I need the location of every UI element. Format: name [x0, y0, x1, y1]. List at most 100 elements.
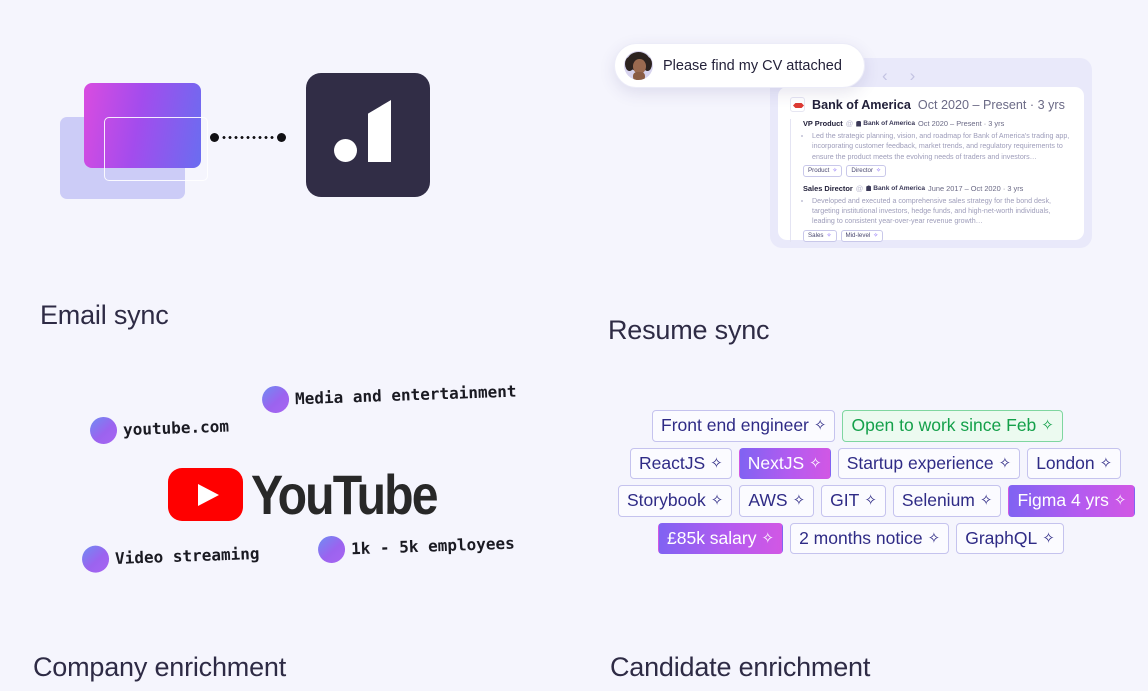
- candidate-chip-salary[interactable]: £85k salary ✧: [658, 522, 784, 554]
- resume-job-bullet: Led the strategic planning, vision, and …: [812, 131, 1072, 162]
- email-sync-illustration: [40, 60, 470, 240]
- connector-dashes: [220, 135, 276, 139]
- sparkle-icon: ✧: [809, 454, 822, 472]
- email-sync-section: [40, 60, 570, 260]
- sparkle-icon: ✧: [1113, 492, 1127, 510]
- resume-job-at: @: [855, 183, 864, 193]
- company-attribute-headcount: 1k - 5k employees: [317, 530, 516, 564]
- resume-card-header: Bank of America Oct 2020 – Present · 3 y…: [790, 97, 1072, 112]
- building-icon: [866, 185, 872, 192]
- candidate-chip-row: ReactJS ✧ NextJS ✧ Startup experience ✧ …: [610, 447, 1122, 479]
- candidate-chip-experience[interactable]: Startup experience ✧: [837, 447, 1021, 479]
- sparkle-icon: ✧: [979, 492, 993, 510]
- sparkle-icon: ✧: [876, 168, 882, 175]
- envelope-icon: [84, 83, 201, 168]
- connector-dot-left: [210, 132, 219, 142]
- youtube-play-icon: [168, 468, 243, 521]
- resume-job-tag[interactable]: Sales ✧: [803, 229, 837, 242]
- resume-nav[interactable]: ‹ ›: [882, 67, 915, 84]
- resume-job-title: Sales Director: [803, 183, 853, 193]
- resume-job-tag[interactable]: Director ✧: [846, 164, 887, 177]
- chat-message-bubble: Please find my CV attached: [614, 43, 865, 88]
- candidate-chip-skill[interactable]: Figma 4 yrs ✧: [1008, 485, 1136, 517]
- resume-job-employer: Bank of America: [866, 185, 925, 192]
- resume-job-entry: Sales Director @ Bank of America June 20…: [796, 184, 1072, 242]
- resume-company-name: Bank of America: [812, 97, 911, 112]
- candidate-chip-notice[interactable]: 2 months notice ✧: [790, 522, 950, 554]
- candidate-chip-row: Front end engineer ✧ Open to work since …: [610, 410, 1110, 442]
- candidate-chip-skill[interactable]: AWS ✧: [739, 485, 815, 517]
- youtube-logo: YouTube: [168, 462, 467, 527]
- chat-message-text: Please find my CV attached: [663, 57, 842, 74]
- youtube-wordmark: YouTube: [251, 463, 439, 526]
- sparkle-icon: ✧: [927, 529, 941, 547]
- resume-viewer-frame: ‹ › Bank of America Oct 2020 – Present ·…: [770, 58, 1092, 248]
- resume-sync-heading: Resume sync: [608, 315, 770, 345]
- resume-job-tags: Product ✧ Director ✧: [803, 164, 1072, 177]
- bullet-dot-icon: [81, 545, 110, 574]
- resume-jobs-list: VP Product @ Bank of America Oct 2020 – …: [790, 119, 1072, 242]
- avatar: [624, 51, 653, 80]
- candidate-chip-skill[interactable]: GraphQL ✧: [956, 522, 1064, 554]
- candidate-chip-skill[interactable]: GIT ✧: [821, 485, 886, 517]
- resume-job-header: Sales Director @ Bank of America June 20…: [803, 184, 1072, 193]
- candidate-enrichment-section: Front end engineer ✧ Open to work since …: [610, 410, 1136, 570]
- chevron-left-icon[interactable]: ‹: [882, 66, 888, 85]
- resume-job-bullets: Led the strategic planning, vision, and …: [803, 131, 1072, 162]
- app-logo-icon: [306, 73, 430, 197]
- candidate-enrichment-heading: Candidate enrichment: [610, 652, 871, 682]
- sparkle-icon: ✧: [710, 492, 724, 510]
- company-attribute-label: youtube.com: [122, 416, 230, 440]
- bullet-dot-icon: [89, 416, 118, 445]
- company-enrichment-heading: Company enrichment: [33, 652, 287, 682]
- candidate-chip-location[interactable]: London ✧: [1027, 447, 1122, 479]
- company-attribute-category: Video streaming: [81, 540, 260, 574]
- company-enrichment-section: youtube.com Media and entertainment YouT…: [40, 381, 580, 600]
- resume-job-employer: Bank of America: [856, 120, 915, 127]
- candidate-chip-skill[interactable]: Selenium ✧: [892, 485, 1002, 517]
- resume-job-dates: June 2017 – Oct 2020 · 3 yrs: [928, 183, 1024, 193]
- app-logo-dot: [334, 139, 357, 162]
- candidate-chip-role[interactable]: Front end engineer ✧: [652, 410, 836, 442]
- bank-of-america-logo-icon: [790, 97, 805, 112]
- dotted-connector: [210, 132, 286, 142]
- company-attribute-domain: youtube.com: [89, 413, 230, 445]
- bullet-dot-icon: [317, 535, 346, 564]
- sparkle-icon: ✧: [813, 417, 827, 435]
- resume-job-tag[interactable]: Mid-level ✧: [840, 229, 884, 242]
- resume-job-header: VP Product @ Bank of America Oct 2020 – …: [803, 119, 1072, 128]
- sparkle-icon: ✧: [998, 454, 1012, 472]
- sparkle-icon: ✧: [864, 492, 877, 510]
- candidate-chip-availability[interactable]: Open to work since Feb ✧: [842, 410, 1063, 442]
- resume-job-tag[interactable]: Product ✧: [803, 164, 843, 177]
- sparkle-icon: ✧: [832, 168, 838, 175]
- envelope-outline: [104, 117, 208, 181]
- avatar-hair-right: [643, 57, 652, 71]
- candidate-chip-skill[interactable]: NextJS ✧: [738, 447, 831, 479]
- sparkle-icon: ✧: [761, 529, 775, 547]
- resume-job-tags: Sales ✧ Mid-level ✧: [803, 229, 1072, 242]
- resume-experience-card: Bank of America Oct 2020 – Present · 3 y…: [778, 87, 1084, 242]
- sparkle-icon: ✧: [826, 233, 832, 240]
- avatar-hair-left: [625, 57, 634, 71]
- sparkle-icon: ✧: [1042, 529, 1055, 547]
- app-logo-bar: [368, 100, 391, 162]
- resume-job-title: VP Product: [803, 119, 843, 128]
- avatar-face: [632, 59, 646, 74]
- resume-job-bullet: Developed and executed a comprehensive s…: [812, 196, 1072, 227]
- resume-company-period: Oct 2020 – Present · 3 yrs: [917, 97, 1065, 112]
- resume-job-bullets: Developed and executed a comprehensive s…: [803, 196, 1072, 227]
- company-attribute-label: Video streaming: [114, 543, 260, 568]
- bullet-dot-icon: [261, 385, 290, 414]
- sparkle-icon: ✧: [1041, 417, 1054, 435]
- candidate-chip-skill[interactable]: ReactJS ✧: [630, 447, 732, 479]
- company-attribute-label: Media and entertainment: [294, 381, 517, 409]
- candidate-chip-row: £85k salary ✧ 2 months notice ✧ GraphQL …: [610, 522, 1110, 554]
- candidate-chip-skill[interactable]: Storybook ✧: [618, 485, 733, 517]
- avatar-neck: [633, 72, 645, 80]
- company-attribute-label: 1k - 5k employees: [350, 533, 516, 559]
- sparkle-icon: ✧: [792, 492, 806, 510]
- resume-job-at: @: [845, 119, 854, 128]
- chevron-right-icon[interactable]: ›: [909, 66, 916, 85]
